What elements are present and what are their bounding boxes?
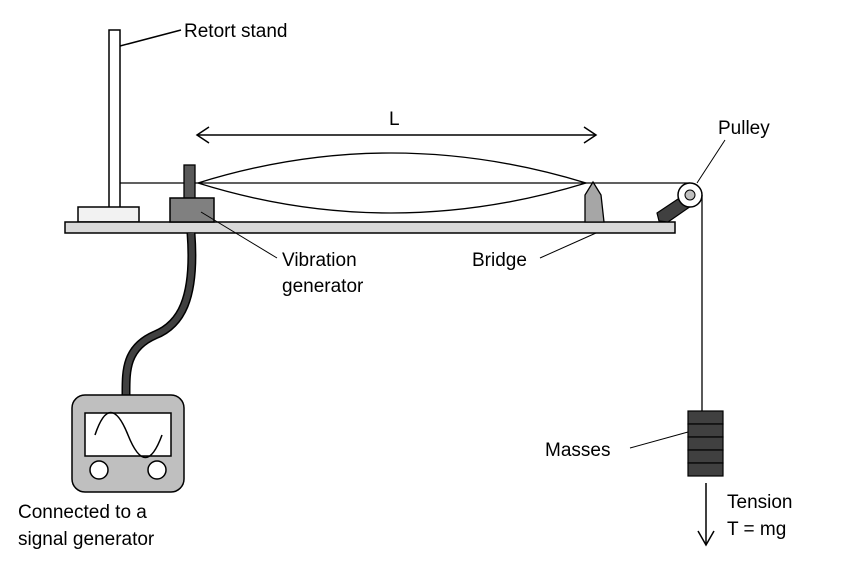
retort-stand-rod [108,29,121,209]
retort-stand-leader [119,29,182,47]
pulley-leader [696,139,726,184]
standing-wave-envelope [195,152,589,214]
vibration-generator: Vibration generator [169,164,364,297]
masses-label: Masses [545,440,610,461]
retort-stand-base [77,206,140,223]
signal-generator-knob-right [147,460,167,480]
masses-leader [629,431,689,449]
pulley: Pulley [656,118,770,223]
tension-label-line1: Tension [727,492,793,513]
bridge-shape [584,180,605,223]
signal-generator-label-line2: signal generator [18,529,155,550]
vibration-generator-pin [183,164,196,200]
bridge-label: Bridge [472,250,527,271]
tension-label-line2: T = mg [727,519,786,540]
signal-generator: Connected to a signal generator [18,394,185,550]
length-label: L [389,109,400,130]
sine-wave-icon [94,412,163,458]
board [64,221,676,234]
signal-generator-label-line1: Connected to a [18,502,147,523]
pulley-label: Pulley [718,118,770,139]
signal-generator-knob-left [89,460,109,480]
vibration-generator-leader [200,211,278,259]
vibration-generator-label-line2: generator [282,276,364,297]
retort-stand: Retort stand [77,21,288,223]
masses: Masses [545,410,724,477]
vibration-generator-label-line1: Vibration [282,250,357,271]
retort-stand-label: Retort stand [184,21,288,42]
bridge: Bridge [472,180,605,271]
signal-cable-fill [122,232,195,396]
bridge-leader [539,232,597,259]
pulley-axle [684,189,696,201]
vibration-generator-body [169,197,215,223]
tension-arrow: Tension T = mg [697,483,793,547]
length-arrow: L [195,109,598,144]
